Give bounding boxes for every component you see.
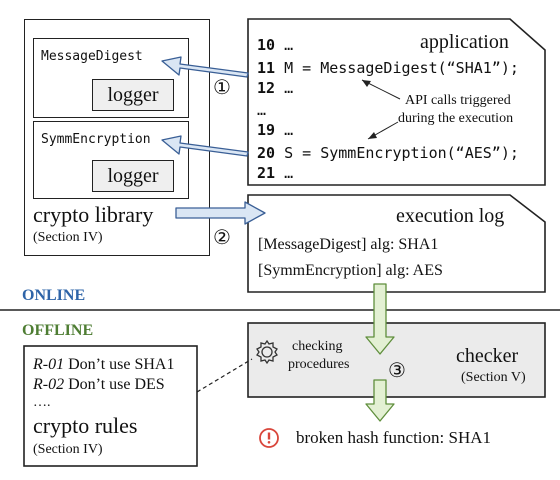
execution-log-title: execution log xyxy=(396,205,505,227)
arrow-checker-to-result xyxy=(365,379,395,422)
line-number: 20 xyxy=(257,144,276,162)
code-text: S = SymmEncryption(“AES”); xyxy=(284,144,519,162)
annotation-arrow-down-head xyxy=(368,132,377,139)
checking-procedures-line2: procedures xyxy=(288,357,350,372)
arrow-to-message-digest xyxy=(161,56,249,78)
rule-item-1: R-01 Don’t use SHA1 xyxy=(33,356,174,374)
checker-title: checker xyxy=(456,345,519,367)
line-number: 11 xyxy=(257,59,276,77)
online-label: ONLINE xyxy=(22,287,86,304)
application-box-outline xyxy=(247,18,546,186)
line-number: 10 xyxy=(257,36,276,54)
crypto-library-label: crypto library xyxy=(33,202,154,227)
step-marker-2: ② xyxy=(213,227,231,249)
code-text: M = MessageDigest(“SHA1”); xyxy=(284,59,519,77)
symm-encryption-box: SymmEncryption logger xyxy=(33,121,189,199)
offline-label: OFFLINE xyxy=(22,322,94,339)
symm-encryption-logger: logger xyxy=(92,160,174,192)
rule-item-2: R-02 Don’t use DES xyxy=(33,376,165,394)
rule-text-1: Don’t use SHA1 xyxy=(68,356,175,373)
api-annotation-line1: API calls triggered xyxy=(405,93,511,108)
rules-ellipsis: …. xyxy=(33,395,51,410)
code-text: … xyxy=(284,121,294,139)
gear-icon xyxy=(256,339,278,365)
message-digest-box: MessageDigest logger xyxy=(33,38,189,118)
symm-encryption-title: SymmEncryption xyxy=(41,132,151,147)
rule-id-2: R-02 xyxy=(33,376,65,393)
annotation-arrow-up-head xyxy=(362,80,371,87)
rule-id-1: R-01 xyxy=(33,356,65,373)
code-line: 21 … xyxy=(257,164,293,182)
code-line: 12 … xyxy=(257,79,293,97)
crypto-rules-section: (Section IV) xyxy=(33,442,103,457)
line-number: 19 xyxy=(257,121,276,139)
arrow-log-to-checker xyxy=(365,283,395,355)
alert-icon xyxy=(259,428,279,448)
execution-log-box-outline xyxy=(247,194,546,293)
line-number: 21 xyxy=(257,164,276,182)
step-marker-3: ③ xyxy=(388,360,406,382)
arrow-to-symm-encryption xyxy=(161,135,249,157)
code-line: 10 … xyxy=(257,36,293,54)
api-annotation-line2: during the execution xyxy=(398,111,514,126)
checker-section: (Section V) xyxy=(461,370,526,385)
code-text: … xyxy=(284,164,294,182)
code-line: 11 M = MessageDigest(“SHA1”); xyxy=(257,59,519,77)
code-line: … xyxy=(257,101,266,119)
result-text: broken hash function: SHA1 xyxy=(296,428,492,447)
execution-log-entry-1: [MessageDigest] alg: SHA1 xyxy=(258,236,439,253)
rule-text-2: Don’t use DES xyxy=(68,376,165,393)
code-line: 20 S = SymmEncryption(“AES”); xyxy=(257,144,519,162)
crypto-rules-title: crypto rules xyxy=(33,413,138,438)
code-text: … xyxy=(257,101,267,119)
step-marker-1: ① xyxy=(213,77,231,99)
message-digest-logger: logger xyxy=(92,79,174,111)
code-text: … xyxy=(284,36,294,54)
message-digest-title: MessageDigest xyxy=(41,49,143,64)
crypto-rules-box-outline xyxy=(23,345,198,467)
arrow-to-execution-log xyxy=(175,201,266,225)
code-text: … xyxy=(284,79,294,97)
checker-box-outline xyxy=(247,322,546,398)
rules-connector-dashed xyxy=(196,358,253,393)
execution-log-entry-2: [SymmEncryption] alg: AES xyxy=(258,262,443,279)
line-number: 12 xyxy=(257,79,276,97)
crypto-library-section: (Section IV) xyxy=(33,230,103,245)
code-line: 19 … xyxy=(257,121,293,139)
application-title: application xyxy=(420,31,509,53)
checking-procedures-line1: checking xyxy=(292,339,343,354)
